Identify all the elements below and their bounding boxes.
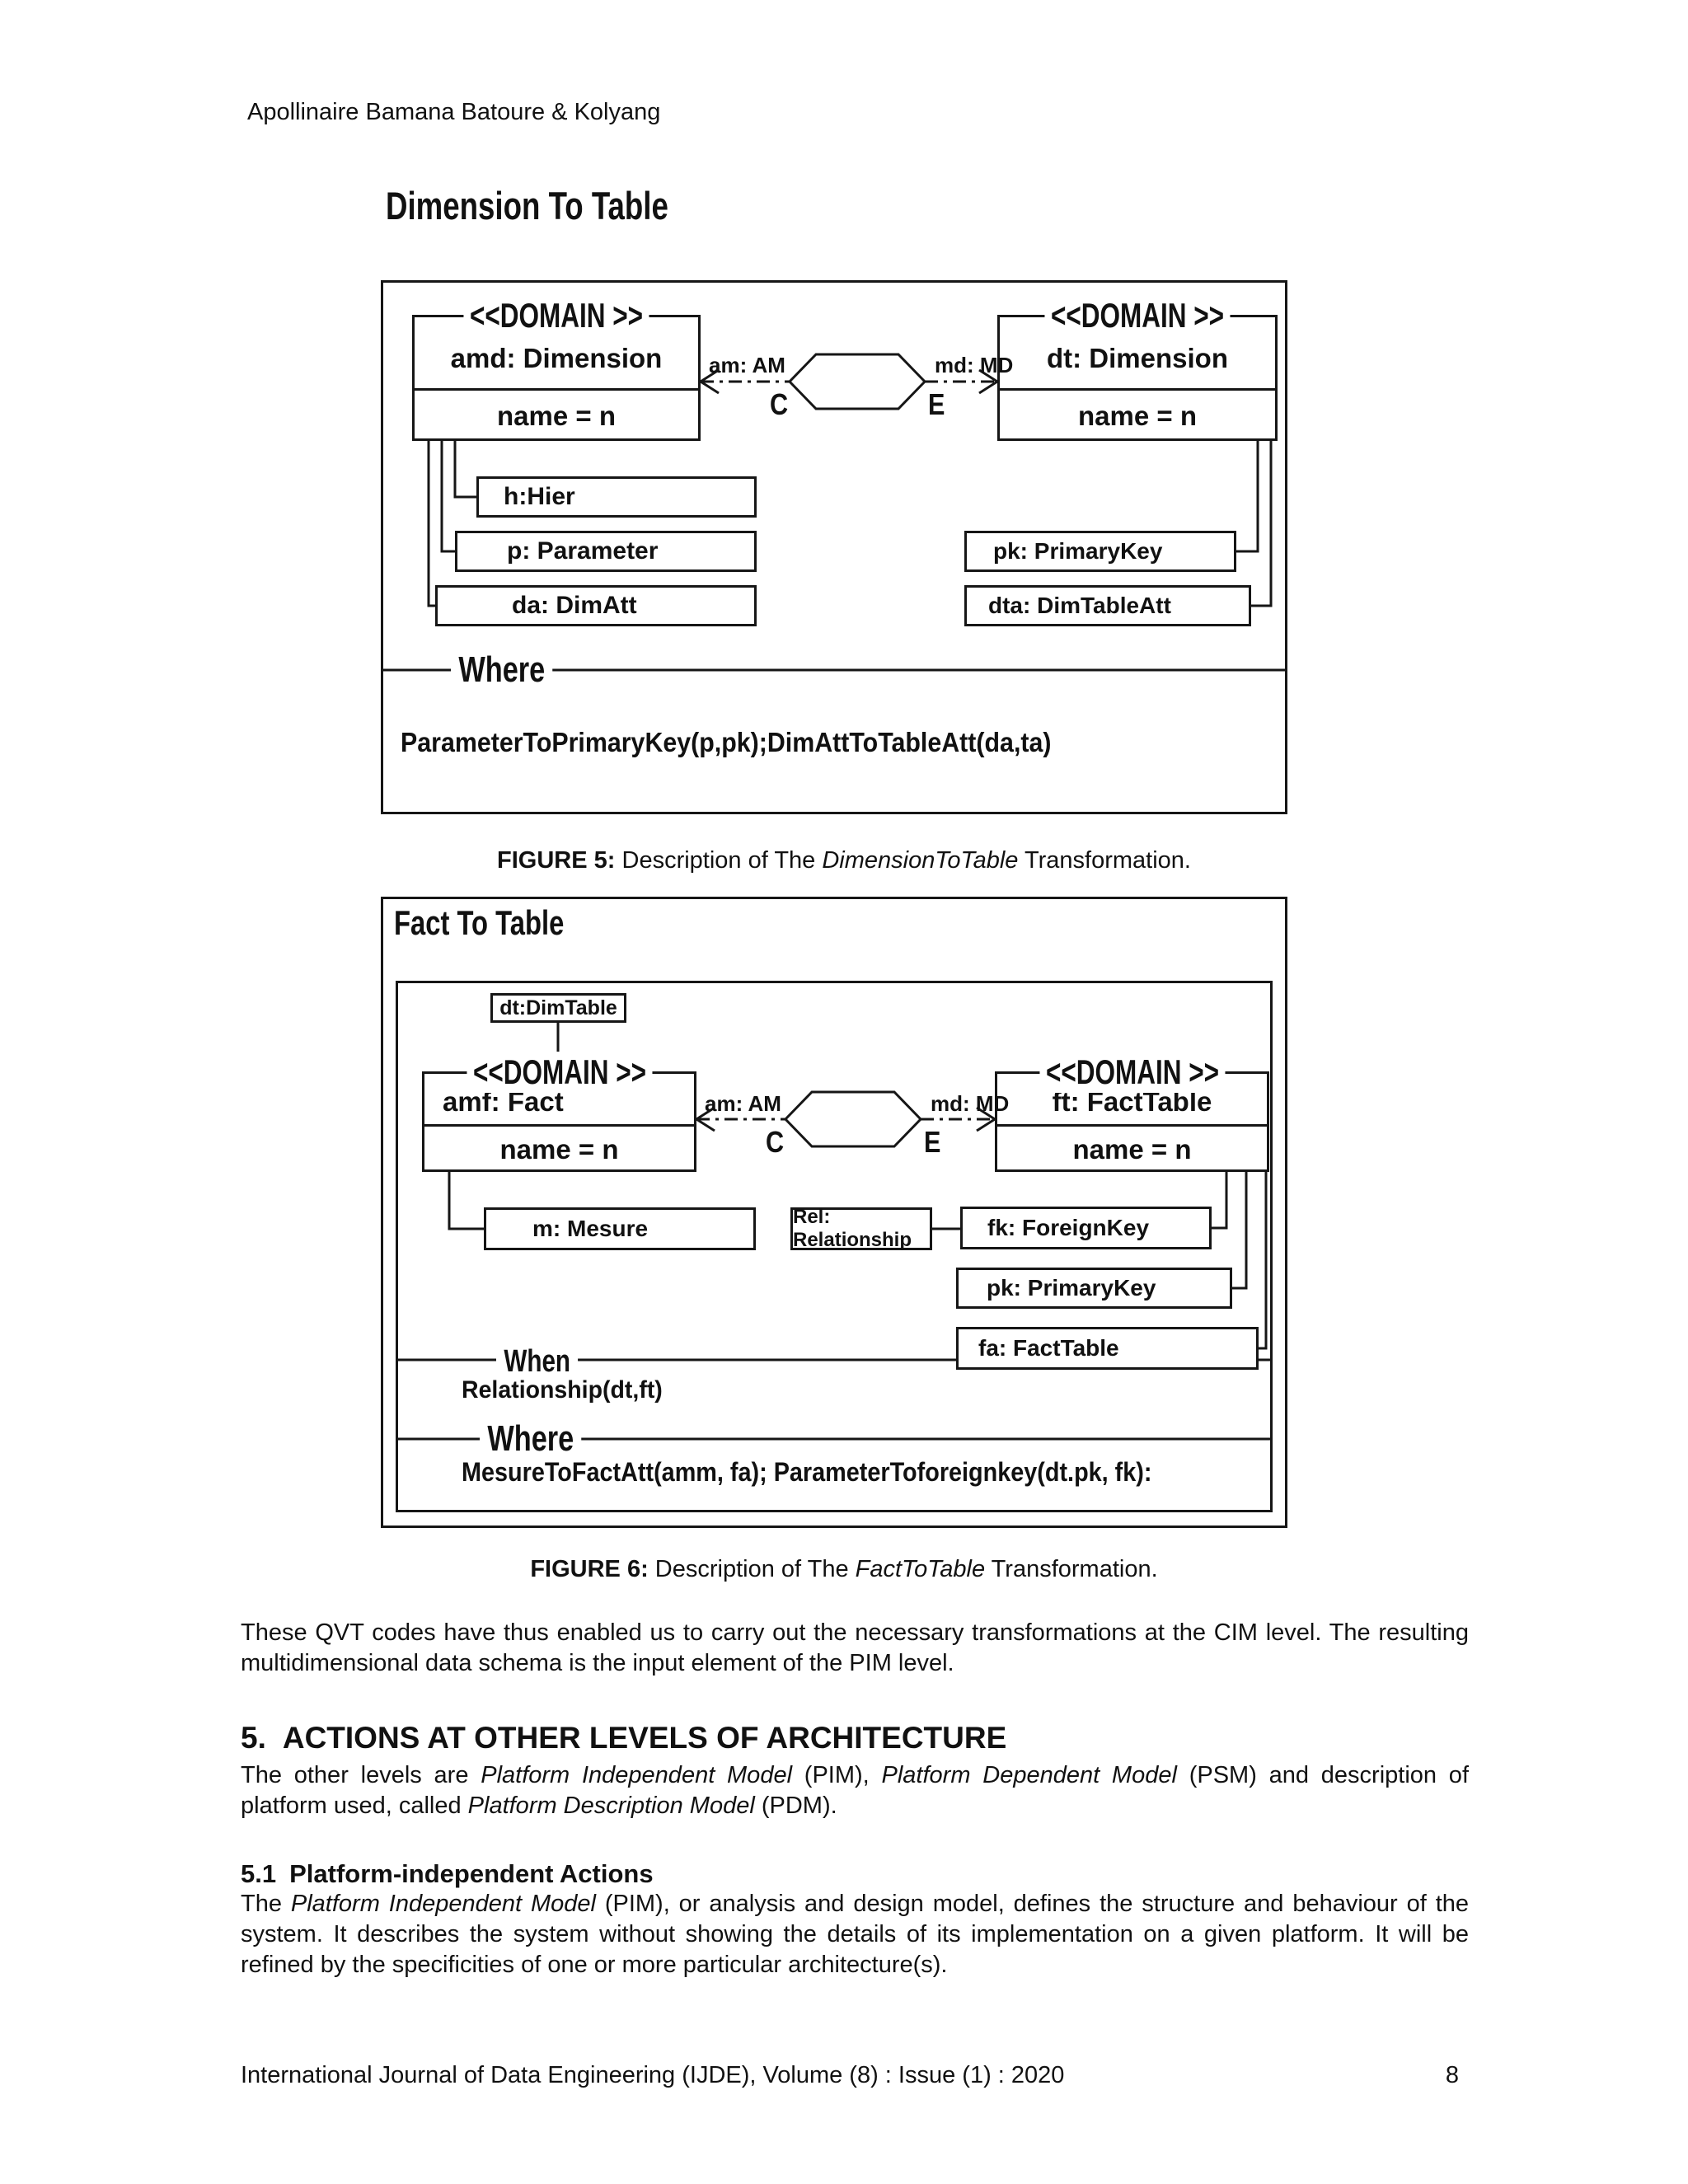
relation-end-e: E	[928, 387, 945, 421]
edge-label-md: md: MD	[935, 353, 1014, 377]
pattern-box-foreignkey: fk: ForeignKey	[960, 1207, 1212, 1249]
connector-primarykey	[1236, 441, 1259, 553]
figure6-diagram: Fact To Table dt:DimTable <<DOMAIN >> am…	[381, 897, 1287, 1528]
arrowhead-left	[694, 1106, 715, 1132]
figure6-inner-frame	[396, 981, 1273, 1512]
footer-page-number: 8	[1445, 2062, 1459, 2088]
paragraph-other-levels: The other levels are Platform Independen…	[241, 1762, 1469, 1819]
domain-box-ft: <<DOMAIN >> ft: FactTable name = n	[995, 1052, 1269, 1172]
pattern-box-facttable: fa: FactTable	[956, 1327, 1259, 1370]
figure5-frame	[381, 280, 1287, 814]
figure6-diagram-title: Fact To Table	[394, 903, 565, 942]
connector-primarykey	[1232, 1172, 1248, 1290]
domain-stereotype: <<DOMAIN >>	[466, 1052, 653, 1093]
section-number: 5.	[241, 1721, 266, 1755]
relation-hexagon	[783, 1090, 923, 1148]
where-clause: ParameterToPrimaryKey(p,pk);DimAttToTabl…	[401, 727, 1052, 757]
pattern-box-parameter: p: Parameter	[455, 531, 757, 572]
connector-dimatt	[427, 441, 435, 607]
section-number: 5.1	[241, 1859, 277, 1888]
pattern-box-dimtable: dt:DimTable	[490, 993, 626, 1023]
figure5-caption: FIGURE 5: Description of The DimensionTo…	[497, 847, 1191, 874]
domain-box-amd: <<DOMAIN >> amd: Dimension name = n	[412, 295, 701, 441]
section-title: Platform-independent Actions	[289, 1859, 654, 1888]
figure6-frame	[381, 897, 1287, 1528]
connector-parameter	[440, 441, 455, 553]
relation-end-c: C	[766, 1125, 785, 1159]
pattern-box-hier: h:Hier	[476, 476, 757, 518]
edge-label-md: md: MD	[931, 1091, 1010, 1116]
arrowhead-left	[698, 368, 720, 395]
domain-attribute: name = n	[1072, 1134, 1192, 1165]
pattern-box-relationship: Rel: Relationship	[790, 1206, 932, 1251]
domain-stereotype: <<DOMAIN >>	[1039, 1052, 1226, 1093]
figure5-diagram-title: Dimension To Table	[386, 184, 668, 227]
pattern-box-primarykey: pk: PrimaryKey	[956, 1268, 1232, 1309]
where-clause: MesureToFactAtt(amm, fa); ParameterTofor…	[462, 1457, 1152, 1487]
section-5-heading: 5. ACTIONS AT OTHER LEVELS OF ARCHITECTUR…	[241, 1721, 1006, 1755]
where-label: Where	[480, 1418, 582, 1460]
footer-journal-line: International Journal of Data Engineerin…	[241, 2062, 1065, 2088]
connector-hier	[453, 441, 476, 499]
figure5-diagram: <<DOMAIN >> amd: Dimension name = n <<DO…	[381, 280, 1287, 814]
when-label: When	[496, 1340, 579, 1383]
connector-facttable	[1259, 1172, 1268, 1350]
paragraph-pim: The Platform Independent Model (PIM), or…	[241, 1891, 1470, 1978]
caption-label: FIGURE 6:	[530, 1556, 649, 1582]
domain-box-amf: <<DOMAIN >> amf: Fact name = n	[422, 1052, 696, 1172]
edge-label-am: am: AM	[709, 353, 785, 377]
pattern-box-dimtableatt: dta: DimTableAtt	[964, 585, 1251, 626]
when-clause: Relationship(dt,ft)	[462, 1376, 663, 1404]
where-label: Where	[451, 649, 553, 691]
connector-dimtableatt	[1251, 441, 1273, 607]
connector-mesure	[448, 1172, 484, 1230]
section-5-1-heading: 5.1 Platform-independent Actions	[241, 1859, 654, 1889]
caption-label: FIGURE 5:	[497, 847, 616, 874]
relation-end-e: E	[924, 1125, 941, 1159]
paragraph-qvt-codes: These QVT codes have thus enabled us to …	[241, 1619, 1469, 1676]
pattern-box-mesure: m: Mesure	[484, 1207, 756, 1250]
running-head: Apollinaire Bamana Batoure & Kolyang	[247, 99, 661, 125]
domain-attribute: name = n	[1078, 401, 1197, 431]
pattern-box-dimatt: da: DimAtt	[435, 585, 757, 626]
domain-stereotype: <<DOMAIN >>	[463, 295, 649, 336]
relation-hexagon	[787, 353, 927, 410]
domain-box-dt: <<DOMAIN >> dt: Dimension name = n	[997, 295, 1278, 441]
figure6-caption: FIGURE 6: Description of The FactToTable…	[530, 1556, 1158, 1582]
domain-instance: dt: Dimension	[1000, 317, 1275, 391]
edge-label-am: am: AM	[705, 1091, 781, 1116]
domain-instance: amd: Dimension	[415, 317, 698, 391]
connector-foreignkey	[1212, 1172, 1228, 1230]
relation-end-c: C	[770, 387, 789, 421]
domain-attribute: name = n	[499, 1134, 619, 1165]
pattern-box-primarykey: pk: PrimaryKey	[964, 531, 1236, 572]
domain-stereotype: <<DOMAIN >>	[1044, 295, 1231, 336]
section-title: ACTIONS AT OTHER LEVELS OF ARCHITECTURE	[282, 1721, 1007, 1755]
domain-attribute: name = n	[497, 401, 616, 431]
